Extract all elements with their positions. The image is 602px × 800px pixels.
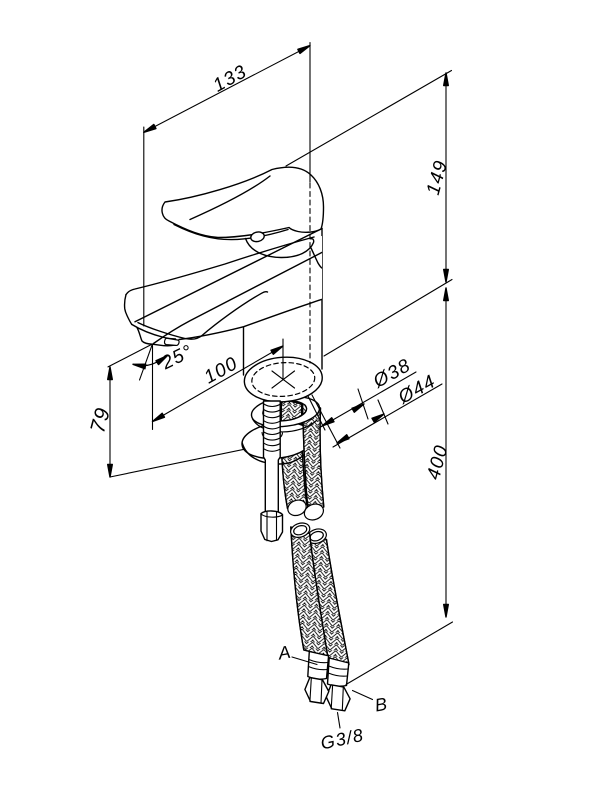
svg-text:149: 149 — [423, 158, 452, 198]
svg-text:B: B — [373, 694, 389, 716]
svg-text:G3/8: G3/8 — [319, 725, 366, 754]
svg-text:79: 79 — [86, 405, 115, 436]
svg-text:A: A — [276, 642, 293, 664]
svg-text:100: 100 — [201, 353, 242, 388]
svg-text:400: 400 — [423, 443, 452, 483]
svg-text:133: 133 — [210, 61, 251, 96]
